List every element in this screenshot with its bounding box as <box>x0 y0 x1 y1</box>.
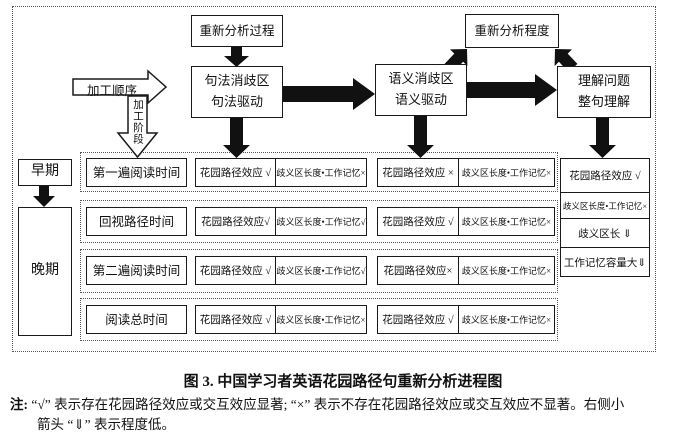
measure-box-first-pass: 第一遍阅读时间 <box>86 158 187 187</box>
syntax-result-row2: 花园路径效应√ 歧义区长度•工作记忆√ <box>195 207 367 236</box>
early-stage-label: 早期 <box>31 164 59 180</box>
measure-label: 阅读总时间 <box>105 312 168 327</box>
row-frame-regression-path <box>80 200 558 243</box>
result-panel: 花园路径效应 √ 歧义区长度•工作记忆× 歧义区长 ⇓ 工作记忆容量大⇓ <box>560 158 650 277</box>
gp-effect-cell: 花园路径效应 × <box>382 168 454 179</box>
result-cell-gp-effect: 花园路径效应 √ <box>569 171 641 182</box>
reanalysis-degree-box: 重新分析程度 <box>465 14 559 48</box>
gp-effect-cell: 花园路径效应 √ <box>199 168 272 179</box>
gp-effect-cell: 花园路径效应 √ <box>382 315 454 326</box>
gp-effect-cell: 花园路径效应√ <box>201 217 270 228</box>
reanalysis-process-box: 重新分析过程 <box>191 15 283 47</box>
semantic-disambiguation-box: 语义消歧区 语义驱动 <box>375 64 467 116</box>
gp-effect-cell: 花园路径效应 √ <box>382 217 454 228</box>
interaction-cell: 歧义区长度•工作记忆√ <box>275 208 366 235</box>
syntax-disambiguation-box: 句法消歧区 句法驱动 <box>191 66 283 118</box>
late-stage-box: 晚期 <box>18 207 72 336</box>
reanalysis-degree-label: 重新分析程度 <box>474 24 550 38</box>
diagram-outer-border <box>12 6 656 352</box>
interaction-cell: 歧义区长度•工作记忆× <box>458 306 554 333</box>
processing-order-label: 加工顺序 <box>86 84 137 98</box>
measure-label: 第一遍阅读时间 <box>92 165 181 180</box>
figure-caption: 图 3. 中国学习者英语花园路径句重新分析进程图 <box>183 374 503 390</box>
syntax-result-row4: 花园路径效应 √ 歧义区长度•工作记忆× <box>195 305 367 334</box>
processing-stage-label: 加工阶段 <box>132 99 143 145</box>
row-frame-total-reading <box>80 298 558 341</box>
row-frame-first-pass <box>80 152 558 192</box>
figure-note: 注: “√” 表示存在花园路径效应或交互效应显著; “×” 表示不存在花园路径效… <box>10 395 680 435</box>
late-stage-label: 晚期 <box>31 263 59 279</box>
result-cell-ambiguity-length: 歧义区长 ⇓ <box>561 218 649 247</box>
reanalysis-process-label: 重新分析过程 <box>199 24 275 38</box>
comprehension-box: 理解问题 整句理解 <box>557 66 651 118</box>
semantic-result-row2: 花园路径效应 √ 歧义区长度•工作记忆× <box>377 207 555 236</box>
measure-box-total-reading: 阅读总时间 <box>86 305 187 334</box>
semantic-result-row4: 花园路径效应 √ 歧义区长度•工作记忆× <box>377 305 555 334</box>
figure-note-line1: 注: “√” 表示存在花园路径效应或交互效应显著; “×” 表示不存在花园路径效… <box>10 395 680 415</box>
result-cell-wm-capacity: 工作记忆容量大⇓ <box>561 247 649 276</box>
semantic-box-line1: 语义消歧区 <box>388 71 454 87</box>
syntax-result-row1: 花园路径效应 √ 歧义区长度•工作记忆× <box>195 158 367 187</box>
gp-effect-cell: 花园路径效应 √ <box>199 266 272 277</box>
measure-box-second-pass: 第二遍阅读时间 <box>86 256 187 285</box>
measure-label: 回视路径时间 <box>98 214 174 229</box>
early-stage-box: 早期 <box>18 159 72 186</box>
interaction-cell: 歧义区长度•工作记忆× <box>458 208 554 235</box>
interaction-cell: 歧义区长度•工作记忆× <box>458 159 554 186</box>
measure-box-regression-path: 回视路径时间 <box>86 207 187 236</box>
note-text1: “√” 表示存在花园路径效应或交互效应显著; “×” 表示不存在花园路径效应或交… <box>31 397 625 412</box>
row-frame-second-pass <box>80 249 558 293</box>
interaction-cell: 歧义区长度•工作记忆√ <box>275 257 366 284</box>
gp-effect-cell: 花园路径效应 √ <box>199 315 272 326</box>
semantic-box-line2: 语义驱动 <box>394 92 447 107</box>
semantic-result-row1: 花园路径效应 × 歧义区长度•工作记忆× <box>377 158 555 187</box>
syntax-box-line1: 句法消歧区 <box>204 73 270 89</box>
figure-note-line2: 箭头 “⇓” 表示程度低。 <box>37 417 176 432</box>
semantic-result-row3: 花园路径效应× 歧义区长度•工作记忆× <box>377 256 555 285</box>
comprehension-box-line2: 整句理解 <box>577 94 630 109</box>
gp-effect-cell: 花园路径效应× <box>383 266 453 277</box>
measure-label: 第二遍阅读时间 <box>92 263 181 278</box>
syntax-box-line2: 句法驱动 <box>210 94 263 109</box>
result-cell-interaction: 歧义区长度•工作记忆× <box>561 192 649 218</box>
comprehension-box-line1: 理解问题 <box>577 73 630 89</box>
note-prefix: 注: <box>10 397 28 412</box>
interaction-cell: 歧义区长度•工作记忆× <box>275 159 366 186</box>
syntax-result-row3: 花园路径效应 √ 歧义区长度•工作记忆√ <box>195 256 367 285</box>
interaction-cell: 歧义区长度•工作记忆× <box>275 306 366 333</box>
interaction-cell: 歧义区长度•工作记忆× <box>458 257 554 284</box>
